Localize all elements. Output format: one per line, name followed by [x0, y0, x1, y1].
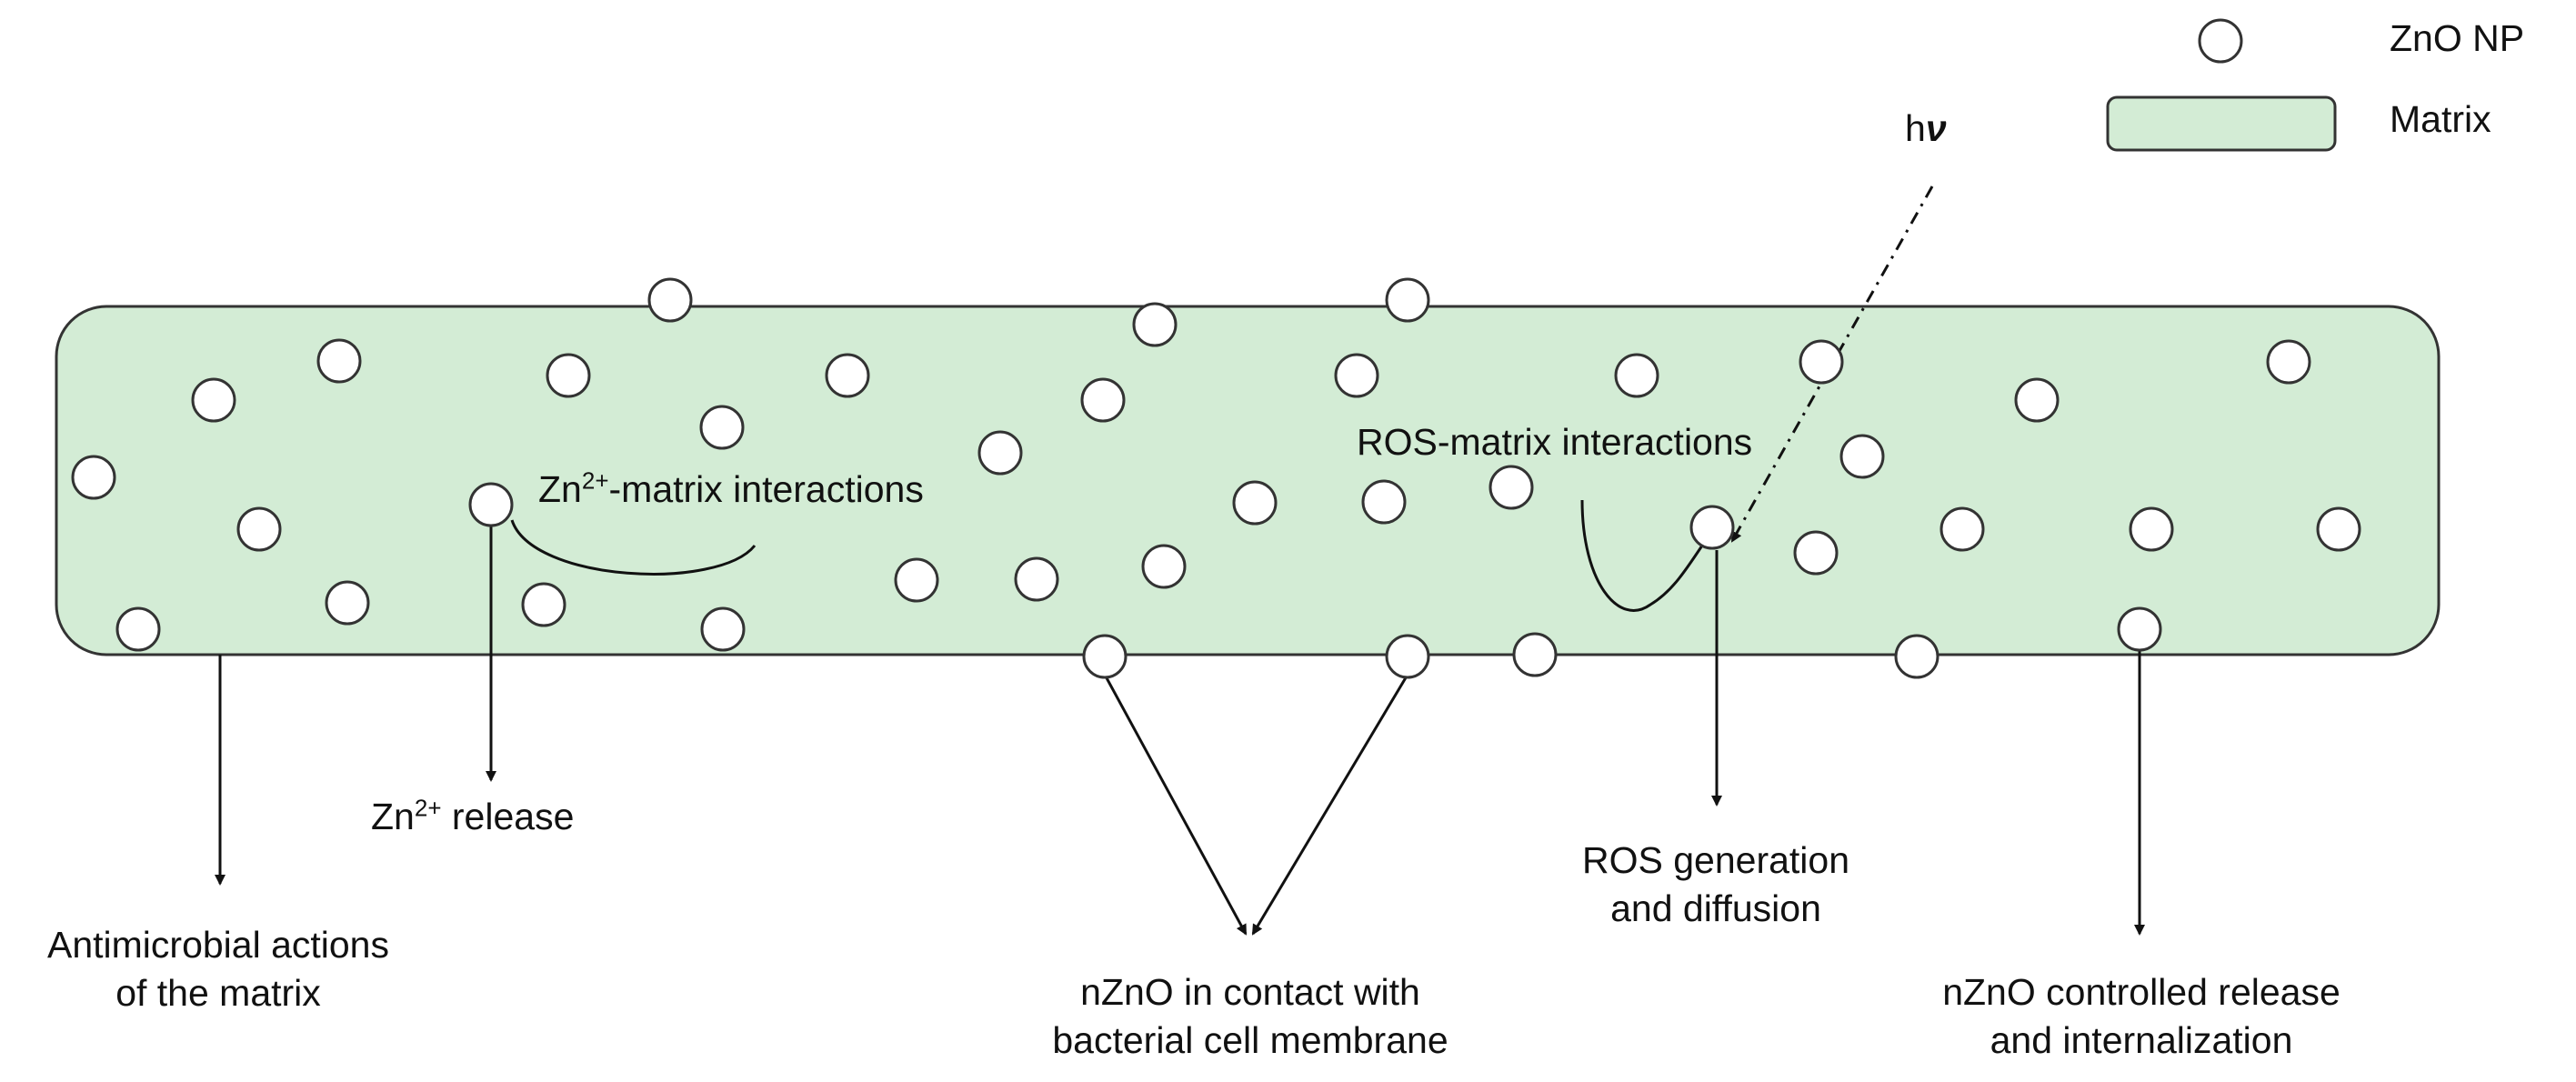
zno-nanoparticle — [1894, 634, 1940, 679]
zno-nanoparticle — [825, 353, 870, 398]
controlled-release-line-2: and internalization — [1990, 1019, 2293, 1062]
light-h: h — [1905, 107, 1926, 149]
zno-nanoparticle — [2266, 339, 2311, 385]
controlled-release-label: nZnO controlled release and internalizat… — [1942, 968, 2340, 1066]
zn-release-sup: 2+ — [414, 794, 442, 822]
zno-nanoparticle — [325, 580, 370, 626]
zno-nanoparticle — [1232, 480, 1278, 526]
ros-generation-line-1: ROS generation — [1581, 839, 1850, 881]
zn-release-label: Zn2+ release — [371, 793, 574, 841]
legend-np-label: ZnO NP — [2390, 17, 2525, 59]
light-label: hν — [1905, 105, 1947, 153]
zno-nanoparticle — [977, 430, 1023, 476]
zno-nanoparticle — [316, 338, 362, 384]
zno-nanoparticle — [700, 606, 746, 652]
antimicrobial-line-1: Antimicrobial actions — [47, 924, 389, 966]
zno-nanoparticle — [1488, 465, 1534, 510]
zno-nanoparticle — [1080, 377, 1126, 423]
zno-nanoparticle — [1014, 556, 1059, 602]
zno-nanoparticle — [1940, 506, 1985, 552]
zno-nanoparticle — [2117, 606, 2162, 652]
zn-matrix-pre: Zn — [538, 468, 582, 510]
arrow-contact-left — [1103, 674, 1248, 936]
ros-matrix-interaction-curve — [1580, 499, 1704, 612]
zno-nanoparticle — [71, 455, 116, 500]
zn-matrix-post: -matrix interactions — [608, 468, 924, 510]
zno-nanoparticle — [1334, 353, 1379, 398]
light-ray — [1730, 185, 1934, 543]
ros-generation-line-2: and diffusion — [1610, 887, 1821, 930]
zn-matrix-sup: 2+ — [581, 466, 609, 495]
contact-line-2: bacterial cell membrane — [1052, 1019, 1448, 1062]
zno-nanoparticle — [2014, 377, 2060, 423]
zn-matrix-interactions-label: Zn2+-matrix interactions — [538, 466, 924, 514]
zno-nanoparticle — [468, 482, 514, 527]
legend-matrix-swatch — [2106, 95, 2337, 152]
zno-nanoparticle — [1141, 544, 1187, 589]
contact-label: nZnO in contact with bacterial cell memb… — [1052, 968, 1448, 1066]
antimicrobial-line-2: of the matrix — [115, 972, 321, 1015]
zno-nanoparticle — [699, 405, 745, 450]
zno-nanoparticle — [1614, 353, 1659, 398]
zno-nanoparticle — [1385, 277, 1430, 323]
zno-nanoparticle — [1689, 505, 1735, 550]
antimicrobial-label: Antimicrobial actions of the matrix — [47, 921, 389, 1018]
nanoparticles — [71, 277, 2361, 679]
zno-nanoparticle — [894, 557, 939, 603]
zno-nanoparticle — [191, 377, 236, 423]
zno-nanoparticle — [1799, 339, 1844, 385]
matrix-body — [55, 305, 2441, 656]
zn-matrix-interaction-curve — [510, 519, 757, 576]
legend-matrix-label: Matrix — [2390, 98, 2491, 140]
ros-matrix-interactions-label: ROS-matrix interactions — [1357, 421, 1753, 463]
zno-nanoparticle — [236, 506, 282, 552]
zno-nanoparticle — [521, 582, 566, 627]
zno-nanoparticle — [2129, 506, 2174, 552]
zn-release-pre: Zn — [371, 796, 415, 837]
zn-release-post: release — [441, 796, 575, 837]
ros-generation-label: ROS generation and diffusion — [1582, 837, 1849, 934]
zno-nanoparticle — [647, 277, 693, 323]
zno-nanoparticle — [1512, 632, 1558, 677]
controlled-release-line-1: nZnO controlled release — [1942, 971, 2340, 1013]
legend-np-icon — [2198, 18, 2243, 64]
zno-nanoparticle — [1361, 479, 1407, 525]
zno-nanoparticle — [1385, 634, 1430, 679]
zno-nanoparticle — [546, 353, 591, 398]
zno-nanoparticle — [1132, 302, 1178, 347]
zno-nanoparticle — [1082, 634, 1128, 679]
zno-nanoparticle — [2316, 506, 2361, 552]
zno-nanoparticle — [115, 606, 161, 652]
zno-nanoparticle — [1793, 530, 1839, 576]
arrow-contact-right — [1251, 674, 1409, 936]
light-nu: ν — [1925, 107, 1947, 149]
zno-nanoparticle — [1839, 434, 1885, 479]
contact-line-1: nZnO in contact with — [1080, 971, 1420, 1013]
